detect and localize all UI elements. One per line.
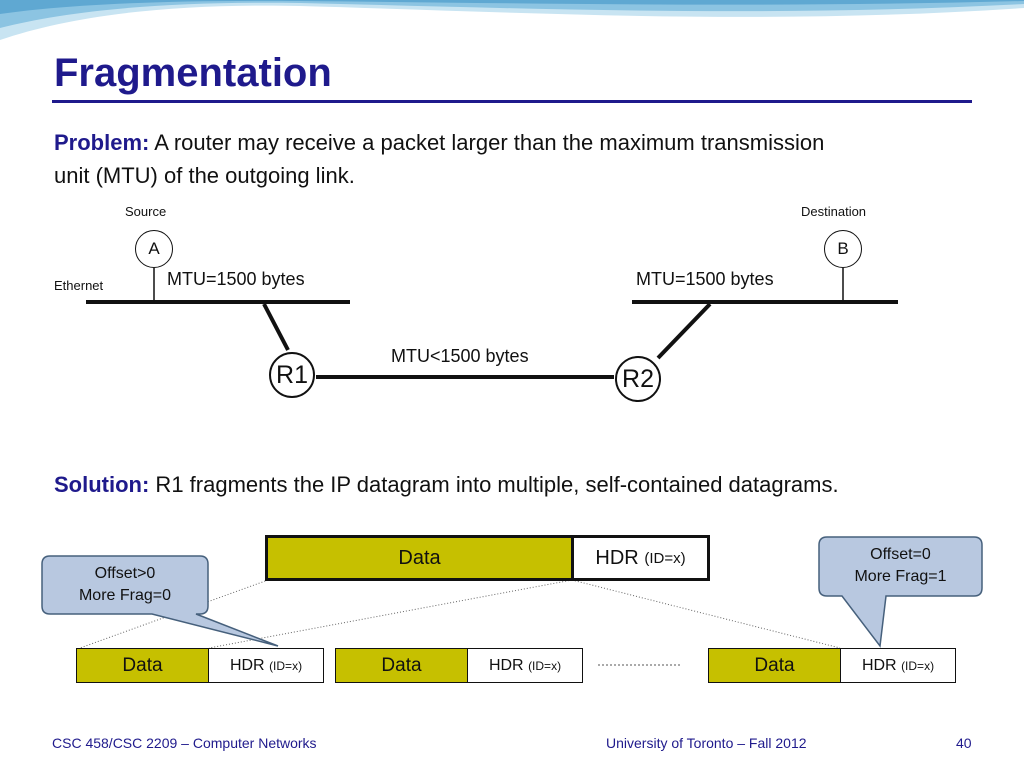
host-a-node: A: [135, 230, 173, 268]
host-b-label: B: [837, 239, 849, 258]
problem-text: A router may receive a packet larger tha…: [54, 130, 825, 188]
mtu-left-label: MTU=1500 bytes: [167, 269, 305, 289]
fragment-data-block: Data: [709, 649, 841, 682]
original-datagram: Data HDR (ID=x): [265, 535, 710, 581]
router-r2-label: R2: [622, 364, 654, 393]
callout-right: Offset=0 More Frag=1: [819, 544, 982, 588]
fragment-1: Data HDR (ID=x): [76, 648, 324, 683]
router-r1: R1: [269, 352, 315, 398]
fragment-header-block: HDR (ID=x): [209, 649, 323, 682]
callout-left-shape: [41, 555, 279, 647]
fragment-data-label: Data: [754, 654, 795, 676]
problem-paragraph: Problem: A router may receive a packet l…: [54, 126, 854, 192]
fragment-header-block: HDR (ID=x): [841, 649, 955, 682]
host-a-label: A: [148, 239, 160, 258]
fragment-data-label: Data: [122, 654, 163, 676]
datagram-data-block: Data: [268, 538, 574, 578]
fragment-hdr-label: HDR: [488, 656, 524, 674]
datagram-header-block: HDR (ID=x): [574, 538, 707, 578]
solution-label: Solution:: [54, 472, 150, 497]
fragment-data-block: Data: [77, 649, 209, 682]
solution-paragraph: Solution: R1 fragments the IP datagram i…: [54, 468, 954, 501]
projection-left-inner: [208, 579, 573, 649]
callout-right-more-frag: More Frag=1: [854, 568, 947, 585]
solution-text: R1 fragments the IP datagram into multip…: [149, 472, 839, 497]
fragment-hdr-id: (ID=x): [528, 658, 562, 673]
destination-label: Destination: [801, 204, 867, 219]
fragment-data-block: Data: [336, 649, 468, 682]
fragment-header-block: HDR (ID=x): [468, 649, 582, 682]
fragment-3: Data HDR (ID=x): [708, 648, 956, 683]
fragment-2: Data HDR (ID=x): [335, 648, 583, 683]
source-label: Source: [125, 204, 167, 219]
r2-uplink: [656, 302, 712, 360]
callout-left-more-frag: More Frag=0: [78, 587, 172, 604]
callout-left: Offset>0 More Frag=0: [42, 563, 208, 607]
router-r1-label: R1: [276, 360, 308, 389]
mtu-right-label: MTU=1500 bytes: [636, 269, 774, 289]
callout-right-shape: [818, 536, 983, 648]
fragment-hdr-id: (ID=x): [269, 658, 303, 673]
top-banner: [0, 0, 1024, 40]
fragment-hdr-label: HDR: [861, 656, 897, 674]
problem-label: Problem:: [54, 130, 150, 155]
datagram-hdr-id: (ID=x): [644, 549, 686, 567]
r1-uplink: [262, 303, 290, 351]
page-number: 40: [956, 735, 972, 751]
datagram-data-label: Data: [398, 546, 441, 569]
ethernet-label: Ethernet: [54, 278, 104, 293]
footer-course: CSC 458/CSC 2209 – Computer Networks: [52, 735, 317, 751]
fragment-data-label: Data: [381, 654, 422, 676]
projection-right: [571, 579, 841, 649]
footer-university: University of Toronto – Fall 2012: [606, 735, 807, 751]
host-b-node: B: [824, 230, 862, 268]
datagram-hdr-label: HDR: [595, 546, 639, 569]
fragment-hdr-id: (ID=x): [901, 658, 935, 673]
callout-left-offset: Offset>0: [94, 565, 156, 582]
page-title: Fragmentation: [54, 51, 332, 95]
router-r2: R2: [615, 356, 661, 402]
title-underline: [52, 100, 972, 103]
fragment-hdr-label: HDR: [229, 656, 265, 674]
mtu-middle-label: MTU<1500 bytes: [391, 346, 529, 366]
callout-right-offset: Offset=0: [870, 546, 931, 563]
